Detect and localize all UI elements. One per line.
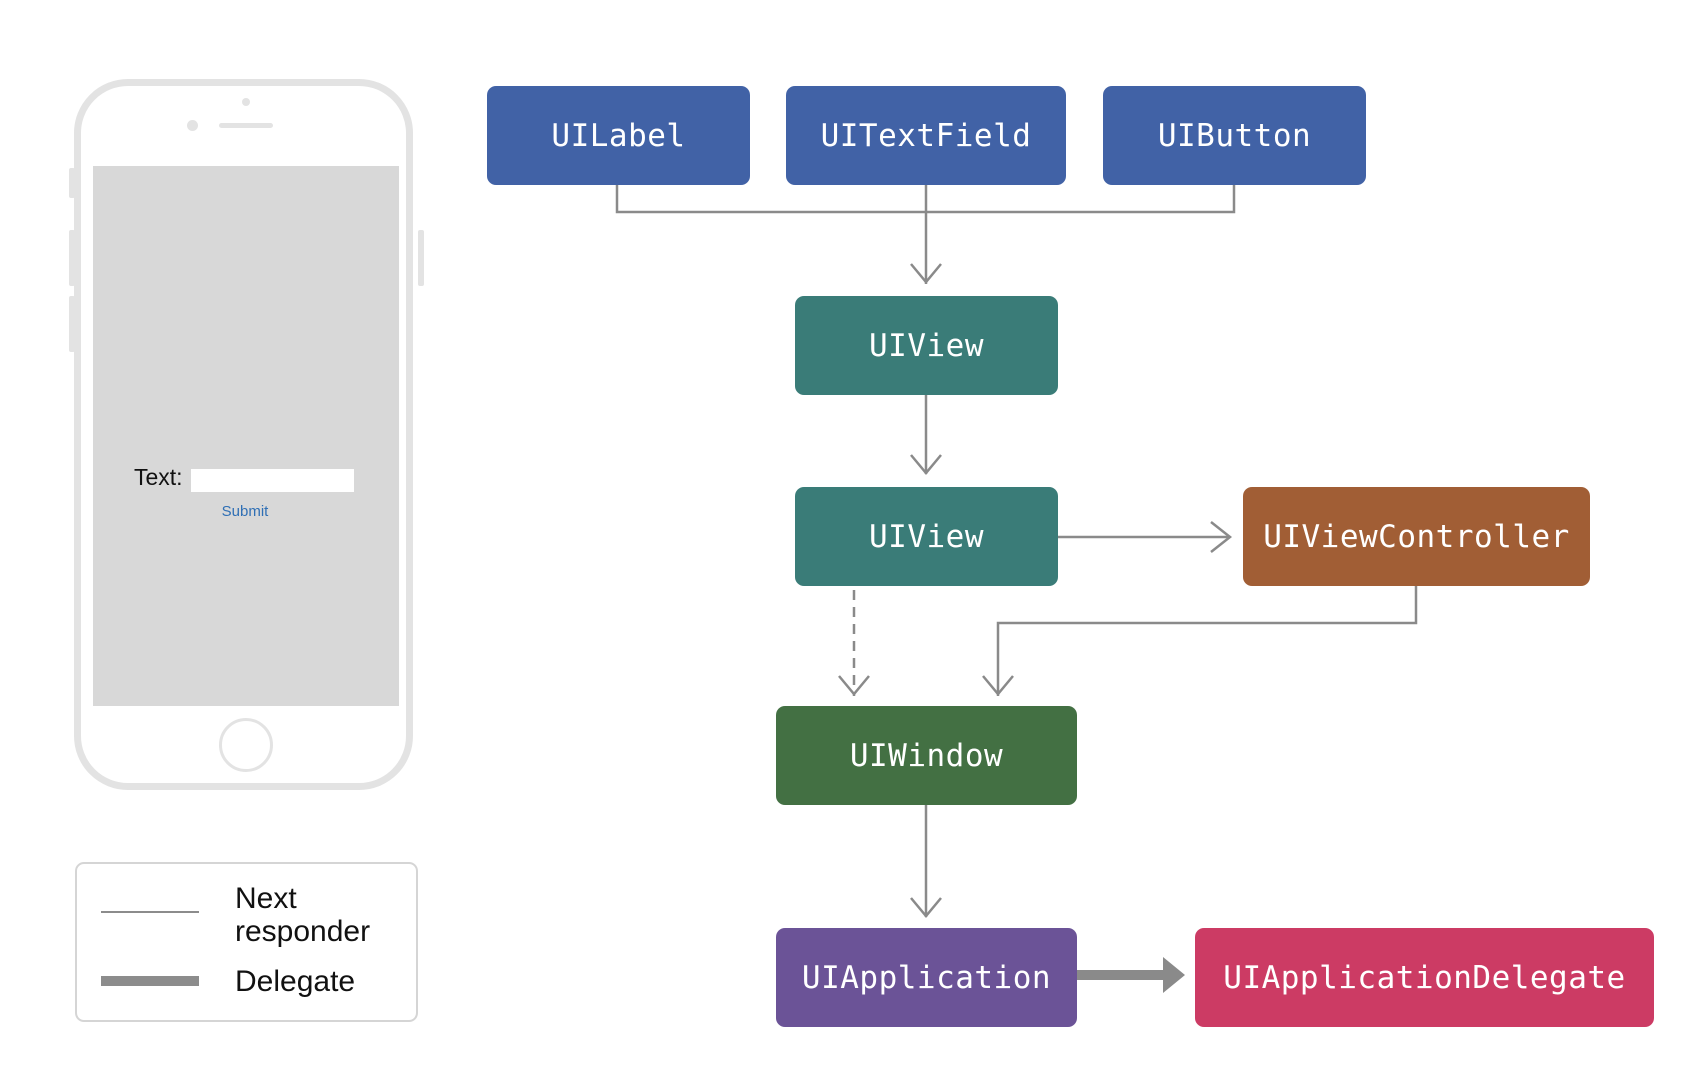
phone-front-camera — [242, 98, 250, 106]
phone-volume-down-button — [69, 296, 75, 352]
phone-volume-up-button — [69, 230, 75, 286]
submit-button[interactable]: Submit — [221, 503, 269, 520]
connector-uiviewcontroller-to-uiwindow — [996, 585, 1418, 696]
uiview-inner-node: UIView — [795, 296, 1058, 395]
delegate-arrowhead — [1163, 957, 1185, 993]
connector-uibutton-merge — [926, 185, 1236, 214]
text-field-label: Text: — [134, 464, 183, 490]
next-responder-line-sample — [101, 911, 199, 913]
next-responder-label: Next responder — [235, 882, 371, 948]
uibutton-node: UIButton — [1103, 86, 1366, 185]
arrowhead-uiwindow-from-view — [838, 675, 870, 696]
arrowhead-uiview-inner — [910, 263, 942, 284]
arrowhead-uiview-root — [910, 454, 942, 475]
phone-home-button[interactable] — [219, 718, 273, 772]
uiwindow-node: UIWindow — [776, 706, 1077, 805]
phone-screen — [93, 166, 399, 706]
uiapplicationdelegate-node: UIApplicationDelegate — [1195, 928, 1654, 1027]
connector-uilabel-merge — [615, 185, 926, 214]
phone-speaker — [219, 123, 273, 128]
legend: Next responder Delegate — [75, 862, 418, 1022]
uilabel-node: UILabel — [487, 86, 750, 185]
uitextfield-node: UITextField — [786, 86, 1066, 185]
uiapplication-node: UIApplication — [776, 928, 1077, 1027]
arrowhead-uiapplication — [910, 897, 942, 918]
phone-power-button — [418, 230, 424, 286]
arrowhead-uiwindow-from-controller — [982, 675, 1014, 696]
phone-mute-switch — [69, 168, 75, 198]
arrowhead-uiviewcontroller — [1210, 521, 1233, 553]
delegate-label: Delegate — [235, 965, 356, 998]
delegate-line-sample — [101, 976, 199, 986]
phone-sensor — [187, 120, 198, 131]
text-input[interactable] — [191, 469, 354, 492]
uiview-root-node: UIView — [795, 487, 1058, 586]
uiviewcontroller-node: UIViewController — [1243, 487, 1590, 586]
